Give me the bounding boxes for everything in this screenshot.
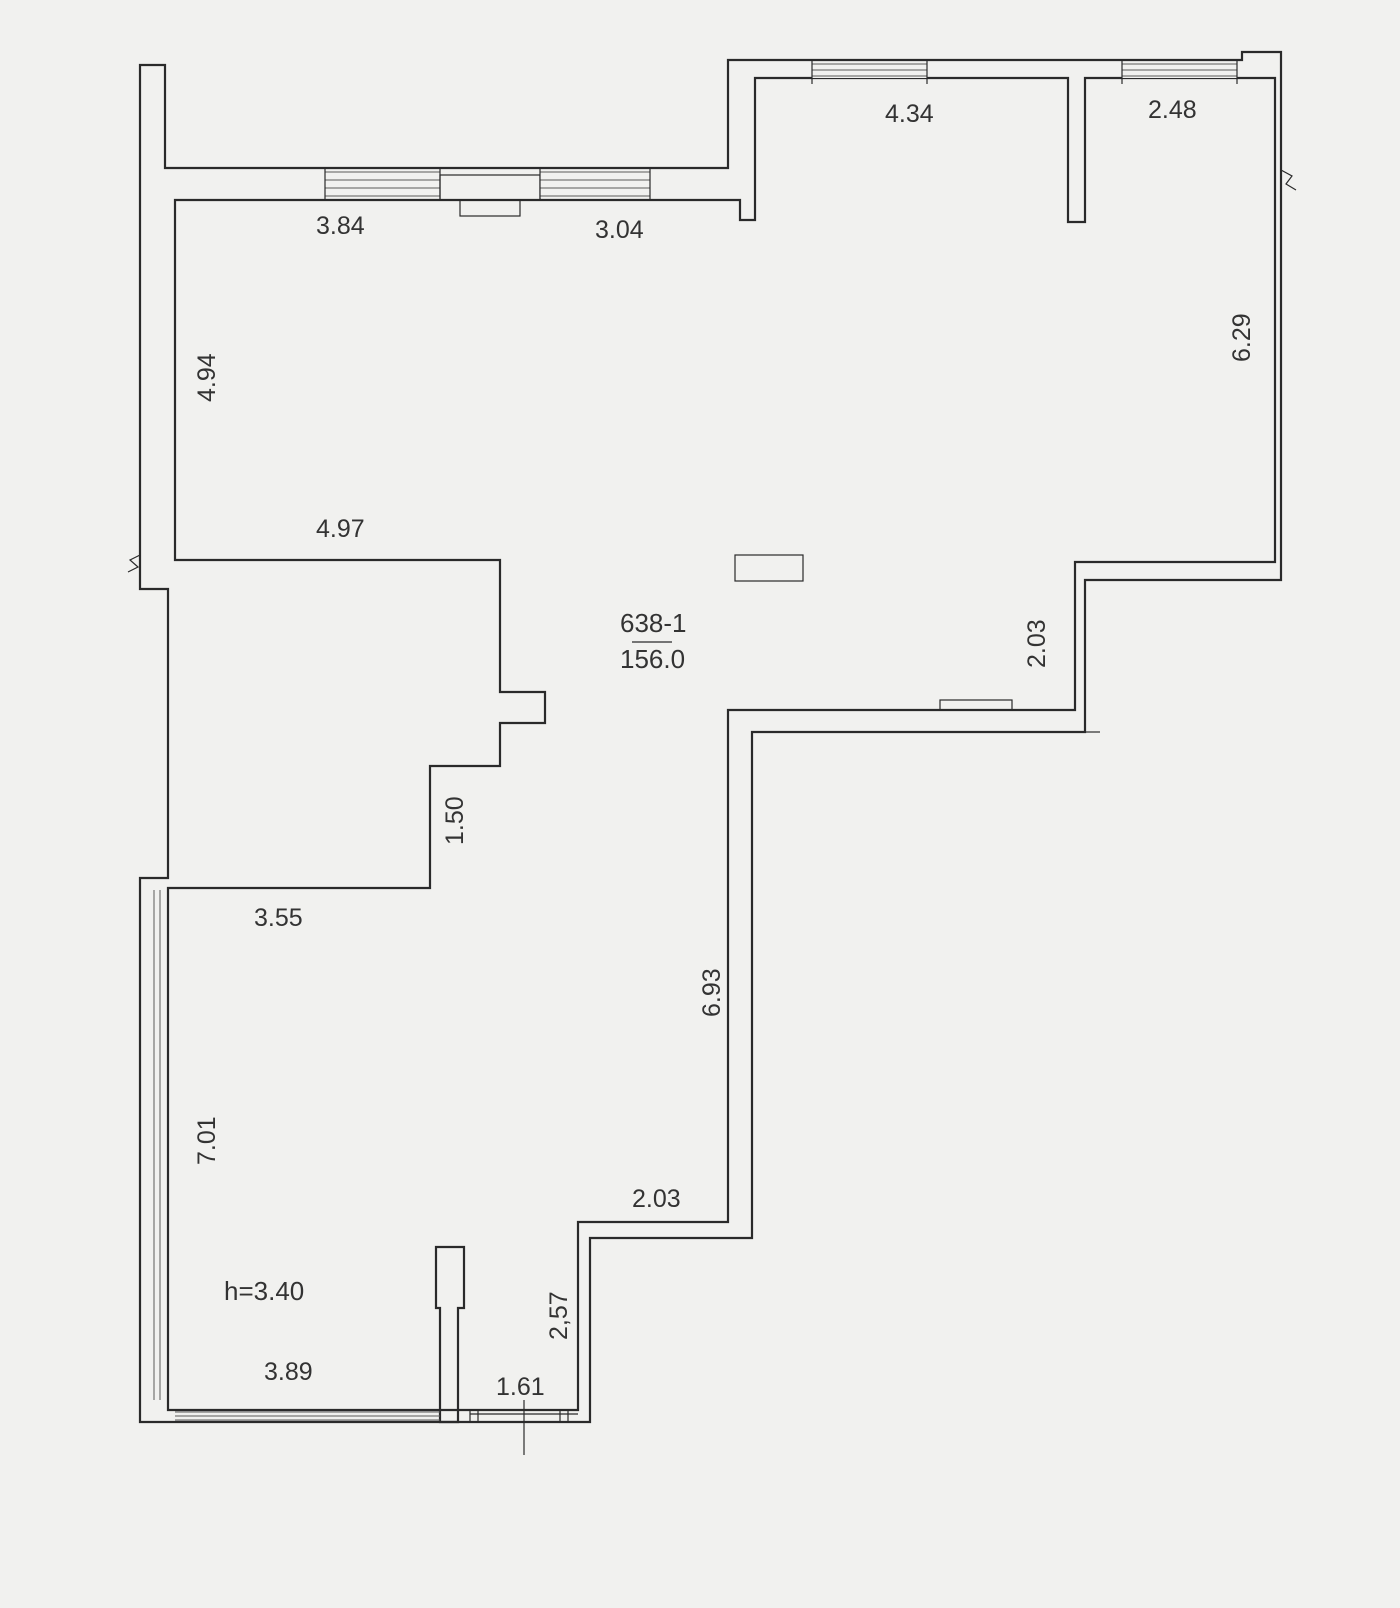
wall-break-right [1280,169,1297,191]
ceiling-height: h=3.40 [224,1276,304,1306]
dim-top-left-window: 3.84 [316,212,365,240]
dim-top-middle-window: 3.04 [595,216,644,244]
window-top-middle [539,168,651,200]
dim-top-right-b: 2.48 [1148,96,1197,124]
dim-lower-step-width: 2.03 [632,1185,681,1213]
wall-break-left [127,554,141,573]
dim-notch-height: 2.03 [1023,619,1051,668]
dim-left-upper-height: 4.94 [193,353,221,402]
window-top-left [324,168,441,200]
dim-lower-step-height: 2,57 [545,1291,573,1340]
dim-left-lower-height: 7.01 [193,1116,221,1165]
exterior-wall-outline [138,50,1283,1424]
window-lower-left [153,890,161,1400]
room-area: 156.0 [620,644,685,674]
dim-right-height: 6.29 [1228,313,1256,362]
column [734,554,804,582]
pier-top [439,174,541,217]
dim-mid-width: 4.97 [316,515,365,543]
door-bottom [469,1400,578,1455]
dim-lower-width-top: 3.55 [254,904,303,932]
room-number: 638-1 [620,608,687,638]
dim-step-height: 1.50 [441,796,469,845]
interior-wall-outline [166,76,1277,1412]
dim-corridor-height: 6.93 [698,968,726,1017]
window-top-right-a [811,60,928,84]
dim-top-right-a: 4.34 [885,100,934,128]
wall-niche [939,699,1013,711]
dim-door-width: 1.61 [496,1373,545,1401]
dim-bottom-width: 3.89 [264,1358,313,1386]
window-top-right-b [1121,60,1238,84]
window-bottom [175,1411,440,1421]
interior-partition [434,1245,466,1424]
